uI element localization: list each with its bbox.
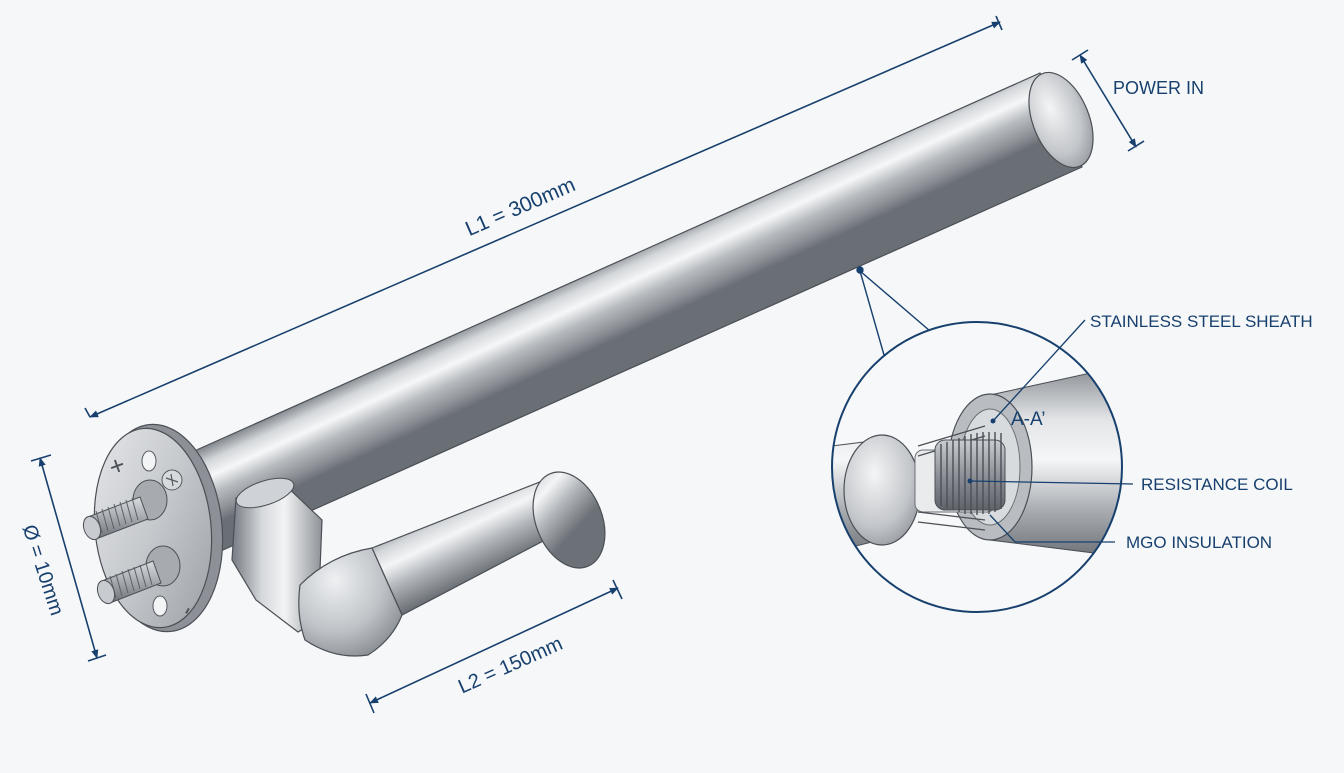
- flange-hole: [152, 595, 168, 617]
- terminal-upper: [82, 479, 168, 541]
- sheath-leader: [992, 319, 1086, 422]
- section-label: A-A’: [1011, 409, 1045, 430]
- l2-label: L2 = 150mm: [455, 633, 566, 699]
- coil-leader: [969, 480, 1134, 485]
- l1-dimension-line: [89, 21, 1001, 418]
- insulation-leader: [989, 514, 1115, 543]
- sheath-label: STAINLESS STEEL SHEATH: [1090, 312, 1313, 331]
- coil-label: RESISTANCE COIL: [1141, 475, 1293, 494]
- section-leader: [856, 266, 931, 356]
- l1-ext-line-right: [995, 15, 1003, 31]
- power-in-arrow: [1079, 54, 1137, 148]
- diameter-dimension-line: [38, 457, 99, 659]
- short-leg-tube: [371, 471, 606, 616]
- terminal-lower: [96, 545, 181, 605]
- l1-ext-line-left: [84, 407, 91, 418]
- insulation-label: MGO INSULATION: [1126, 533, 1272, 552]
- l2-dimension-line: [369, 587, 619, 704]
- dimension-annotations: [30, 15, 1145, 714]
- callout-leaders: [969, 319, 1134, 543]
- flange-hole: [141, 450, 157, 472]
- detail-inset: [831, 321, 1123, 613]
- terminal-studs: [82, 479, 181, 605]
- diameter-label: Ø = 10mm: [18, 522, 68, 618]
- power-in-label: POWER IN: [1113, 78, 1204, 98]
- bend-elbow: [231, 477, 403, 657]
